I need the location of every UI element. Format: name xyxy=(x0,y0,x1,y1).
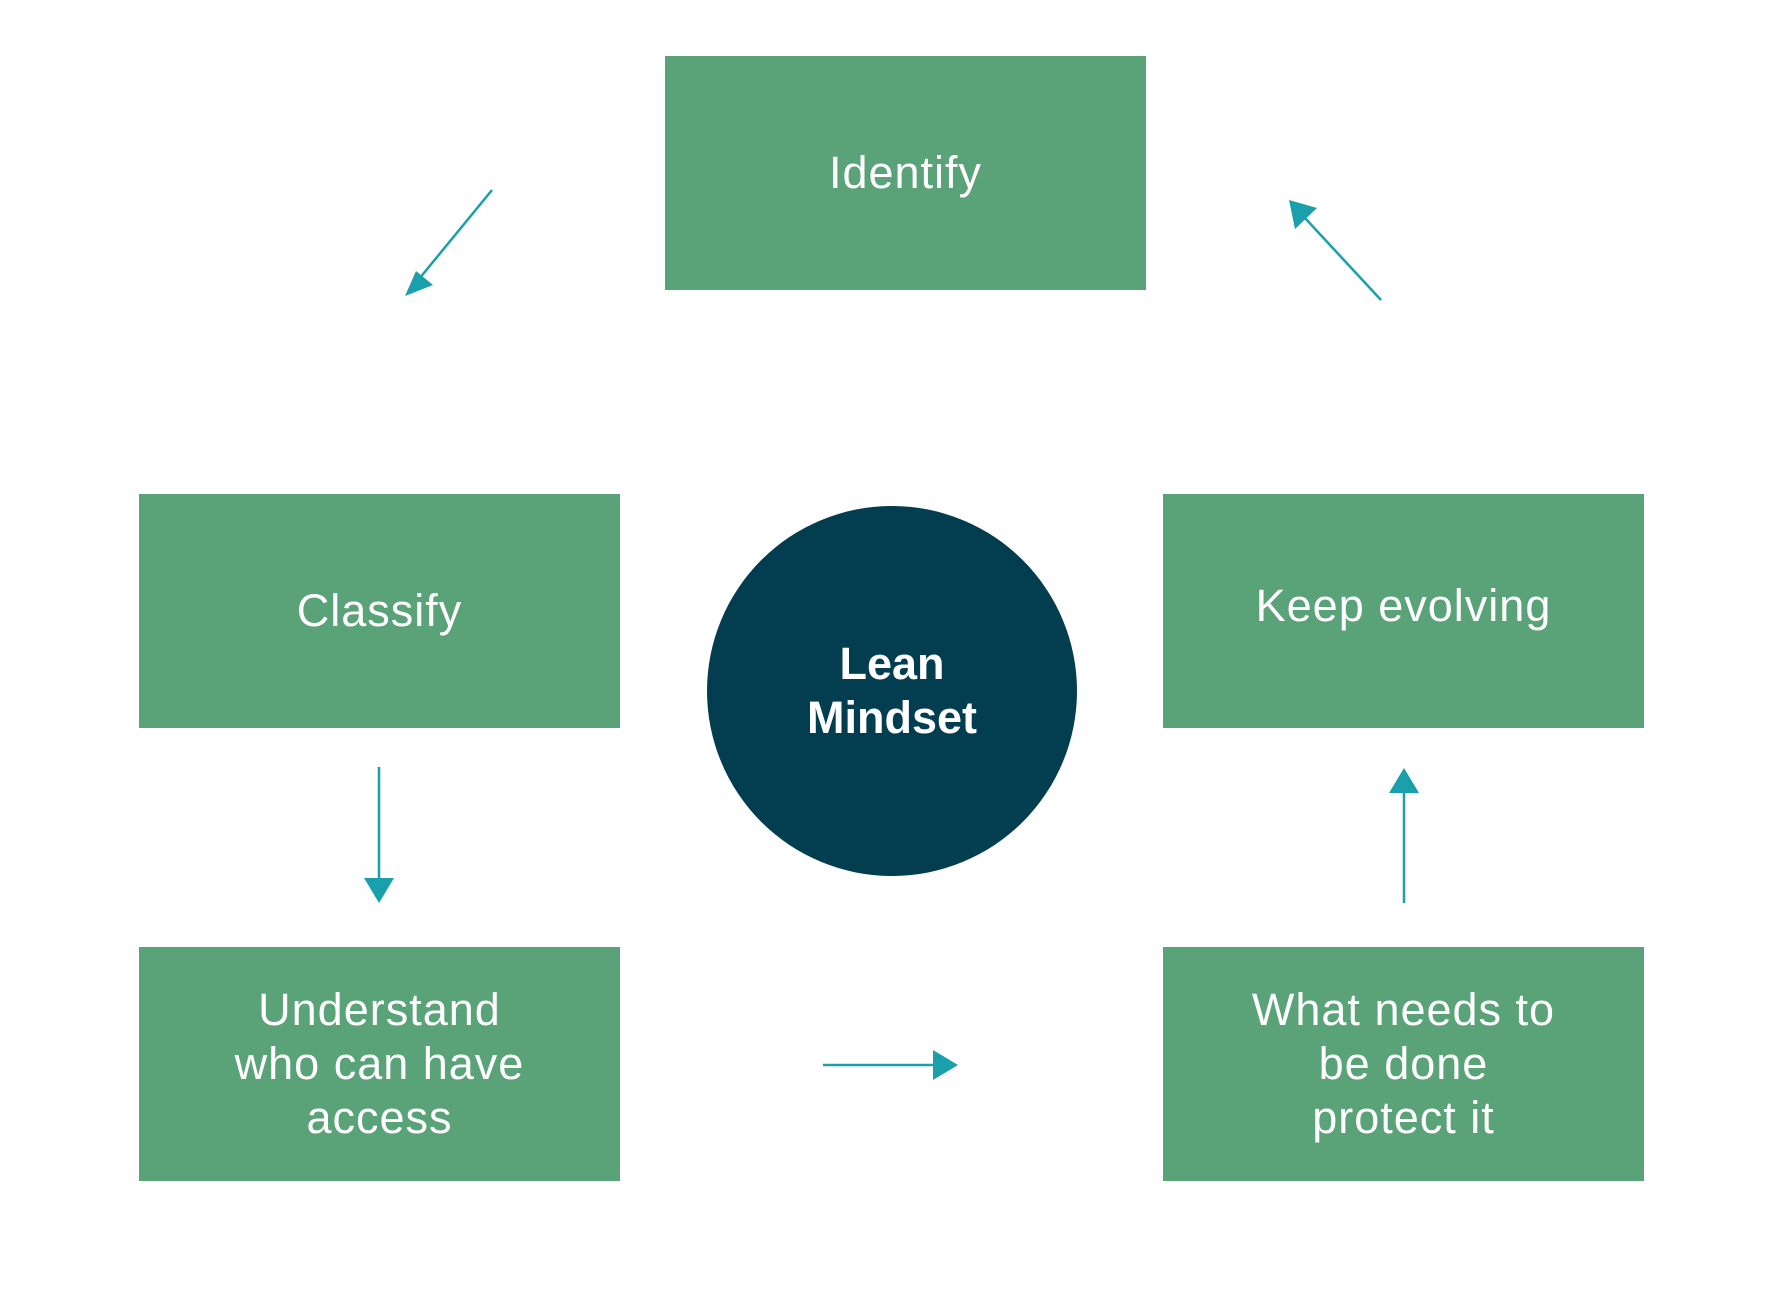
arrow-understand-to-protect xyxy=(823,1050,958,1080)
step-understand-box: Understand who can have access xyxy=(139,947,620,1181)
step-keep-evolving-box: Keep evolving xyxy=(1163,494,1644,728)
step-identify-box: Identify xyxy=(665,56,1146,290)
step-protect-box: What needs to be done protect it xyxy=(1163,947,1644,1181)
arrow-keep-evolving-to-identify xyxy=(1289,200,1382,301)
arrow-identify-to-classify xyxy=(405,189,493,296)
step-classify-box: Classify xyxy=(139,494,620,728)
center-circle-lean-mindset: Lean Mindset xyxy=(707,506,1077,876)
arrow-classify-to-understand xyxy=(364,767,394,903)
arrow-protect-to-keep-evolving xyxy=(1389,768,1419,903)
